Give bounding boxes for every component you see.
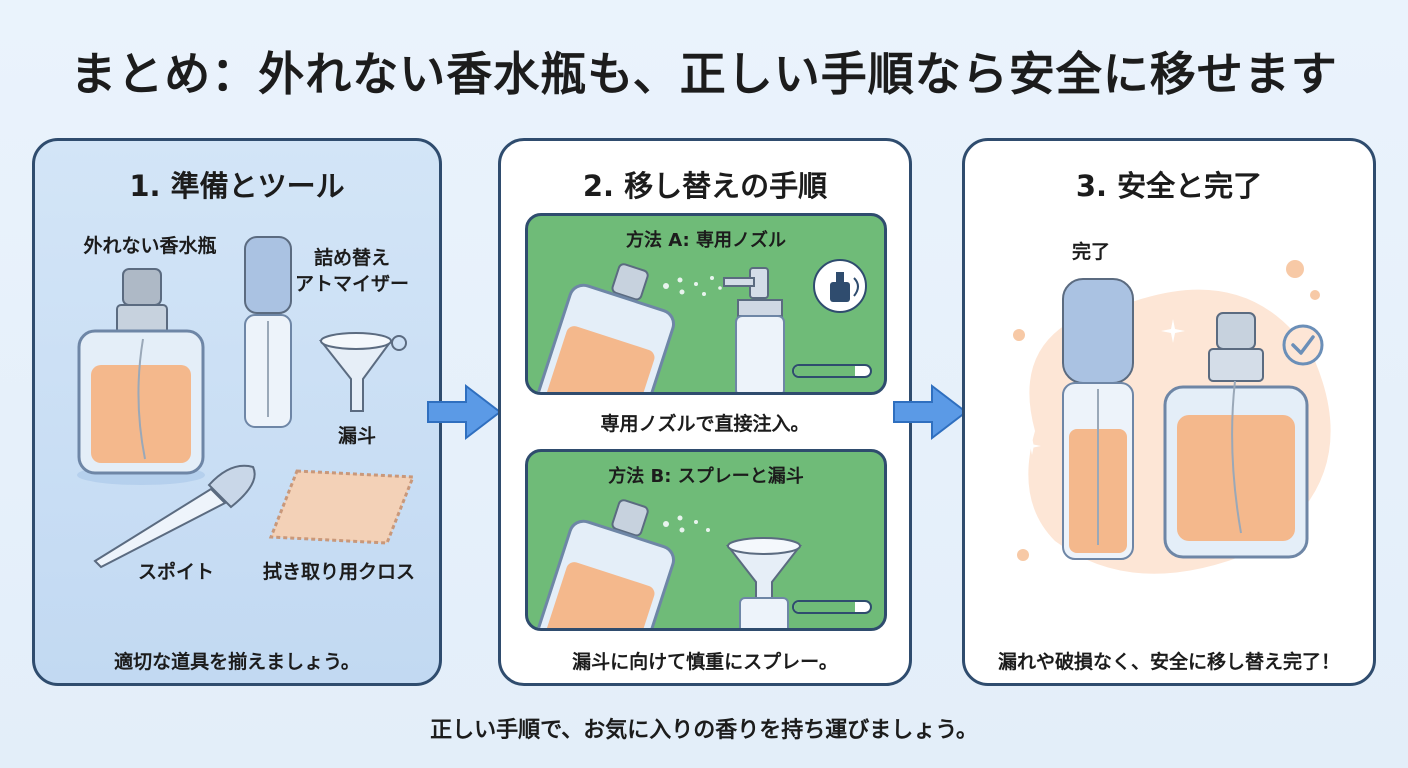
cloth-icon xyxy=(268,469,416,545)
label-atomizer: 詰め替え アトマイザー xyxy=(294,247,409,295)
progress-bar xyxy=(792,364,872,378)
dropper-icon xyxy=(93,464,256,569)
method-a-card: 方法 A: 専用ノズル xyxy=(525,213,887,395)
method-b-card: 方法 B: スプレーと漏斗 xyxy=(525,449,887,631)
page-title: まとめ：外れない香水瓶も、正しい手順なら安全に移せます xyxy=(70,47,1338,101)
atomizer-icon xyxy=(244,236,292,428)
arrow-right-icon xyxy=(427,383,502,441)
panel-preparation: 1. 準備とツール 外れない香水瓶 詰め替え アトマイザー 漏斗 スポイト 拭き… xyxy=(32,138,442,686)
label-perfume-bottle: 外れない香水瓶 xyxy=(83,235,217,257)
panel-caption: 適切な道具を揃えましょう。 xyxy=(114,651,360,673)
method-b-caption: 漏斗に向けて慎重にスプレー。 xyxy=(572,651,838,673)
sparkle-icon xyxy=(1161,319,1185,343)
arrow-right-icon xyxy=(893,383,968,441)
funnel-icon xyxy=(725,537,803,628)
progress-bar xyxy=(792,600,872,614)
panel-complete: 3. 安全と完了 完了 漏れや破損なく、安全に移し替え完了！ xyxy=(962,138,1376,686)
perfume-bottle-icon xyxy=(536,499,676,628)
panel-heading: 2. 移し替えの手順 xyxy=(582,169,828,203)
perfume-bottle-icon xyxy=(536,263,676,392)
sparkle-icon xyxy=(1023,437,1041,455)
panel-caption: 漏れや破損なく、安全に移し替え完了！ xyxy=(997,651,1340,673)
nozzle-transfer-icon xyxy=(813,259,867,313)
spray-mist xyxy=(663,276,722,296)
panel-heading: 3. 安全と完了 xyxy=(1075,169,1263,203)
panel-heading: 1. 準備とツール xyxy=(129,169,345,203)
label-complete: 完了 xyxy=(1071,241,1110,263)
perfume-bottle-icon xyxy=(77,268,205,485)
method-a-caption: 専用ノズルで直接注入。 xyxy=(600,413,810,435)
panel-transfer-steps: 2. 移し替えの手順 方法 A: 専用ノズル 専用ノ xyxy=(498,138,912,686)
funnel-icon xyxy=(318,332,407,412)
label-cloth: 拭き取り用クロス xyxy=(262,561,415,583)
checkmark-icon xyxy=(1282,324,1324,366)
label-funnel: 漏斗 xyxy=(337,425,376,447)
perfume-bottle-icon xyxy=(1163,312,1309,559)
atomizer-icon xyxy=(723,267,785,392)
atomizer-icon xyxy=(1062,278,1134,560)
label-dropper: スポイト xyxy=(137,561,214,583)
method-title: 方法 A: 専用ノズル xyxy=(626,230,786,251)
method-title: 方法 B: スプレーと漏斗 xyxy=(608,466,804,487)
spray-mist xyxy=(663,515,710,533)
footer-message: 正しい手順で、お気に入りの香りを持ち運びましょう。 xyxy=(430,718,978,743)
